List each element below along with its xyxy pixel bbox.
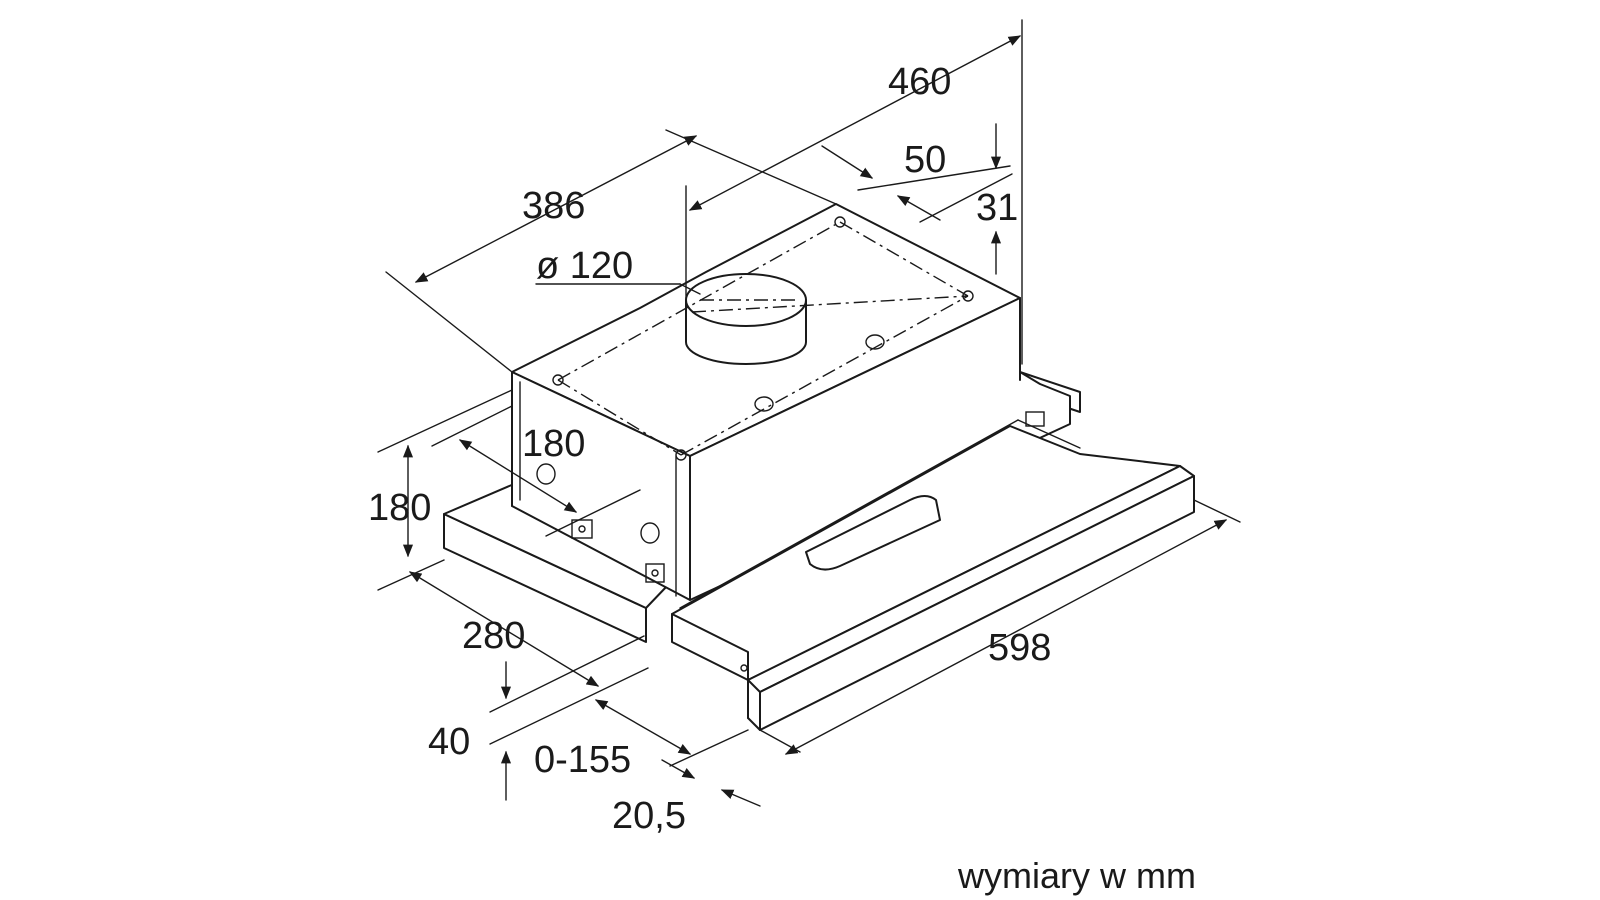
dim-31-label: 31 bbox=[976, 187, 1018, 229]
dim-height-180-label: 180 bbox=[368, 487, 431, 529]
dimension-lines bbox=[377, 19, 1241, 807]
dim-280-label: 280 bbox=[462, 615, 525, 657]
dim-460-label: 460 bbox=[888, 61, 951, 103]
dim-598-label: 598 bbox=[988, 627, 1051, 669]
dim-386-label: 386 bbox=[522, 185, 585, 227]
dim-20-5-label: 20,5 bbox=[612, 795, 686, 837]
dim-50-label: 50 bbox=[904, 139, 946, 181]
units-caption: wymiary w mm bbox=[957, 855, 1196, 896]
dim-40-label: 40 bbox=[428, 721, 470, 763]
dim-inner-180-label: 180 bbox=[522, 423, 585, 465]
dim-duct-diameter-label: ø 120 bbox=[536, 245, 633, 287]
dim-extension-label: 0-155 bbox=[534, 739, 631, 781]
